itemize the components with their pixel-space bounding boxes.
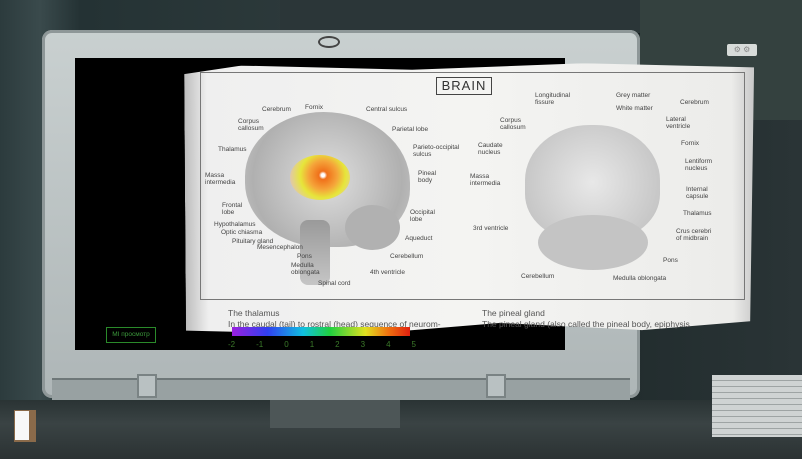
colorbar-ticks: -2 -1 0 1 2 3 4 5 xyxy=(228,340,416,349)
label: Hypothalamus xyxy=(214,221,256,228)
tick-label: 1 xyxy=(309,340,315,349)
tick-label: 0 xyxy=(284,340,289,349)
label: Corpus callosum xyxy=(238,118,264,132)
label: Central sulcus xyxy=(366,106,408,113)
monitor-foot xyxy=(486,374,506,398)
label: Frontal lobe xyxy=(222,202,243,216)
label: Lateral ventricle xyxy=(666,116,691,130)
label: Medulla oblongata xyxy=(613,275,667,282)
label: Optic chiasma xyxy=(221,229,263,236)
pineal-heading: The pineal gland xyxy=(482,308,545,318)
tick-label: -1 xyxy=(256,340,264,349)
label: Medulla oblongata xyxy=(291,262,320,276)
label: Parietal lobe xyxy=(392,126,429,133)
tick-label: -2 xyxy=(228,340,236,349)
label: Crus cerebri of midbrain xyxy=(676,228,712,242)
tick-label: 4 xyxy=(386,340,391,349)
thalamus-heading: The thalamus xyxy=(228,308,280,318)
label: Cerebrum xyxy=(680,99,709,106)
brainstem-image xyxy=(300,220,330,285)
label: Massa intermedia xyxy=(470,173,501,187)
eye-icon xyxy=(318,36,340,48)
label: White matter xyxy=(616,105,653,112)
label: Corpus callosum xyxy=(500,117,526,131)
label: 4th ventricle xyxy=(370,269,406,276)
label: Lentiform nucleus xyxy=(685,158,713,172)
monitor-base xyxy=(52,378,630,400)
label: Massa intermedia xyxy=(205,172,236,186)
settings-button[interactable]: ⚙ ⚙ xyxy=(727,44,757,56)
label: Aqueduct xyxy=(405,235,433,242)
pineal-text: The pineal gland (also called the pineal… xyxy=(482,319,690,329)
tick-label: 2 xyxy=(335,340,340,349)
label: Thalamus xyxy=(218,146,247,153)
label: Caudate nucleus xyxy=(478,142,503,156)
colorbar xyxy=(232,327,410,336)
figure-frame xyxy=(200,72,745,300)
label: Grey matter xyxy=(616,92,651,99)
label: Longitudinal fissure xyxy=(535,92,571,106)
floor xyxy=(0,400,802,459)
label: Spinal cord xyxy=(318,280,351,287)
tick-label: 3 xyxy=(360,340,366,349)
coronal-cerebellum-image xyxy=(538,215,648,270)
label: Fornix xyxy=(305,104,324,111)
mi-view-button[interactable]: MI просмотр xyxy=(106,327,156,343)
label: Fornix xyxy=(681,140,700,147)
thalamus-text: In the caudal (tail) to rostral (head) s… xyxy=(228,319,441,329)
tick-label: 5 xyxy=(411,340,416,349)
label: Cerebellum xyxy=(521,273,555,280)
label: Internal capsule xyxy=(686,186,709,200)
label: Pituitary gland xyxy=(232,238,274,245)
monitor-stand xyxy=(270,398,400,428)
page-title: BRAIN xyxy=(436,77,492,95)
label: Occipital lobe xyxy=(410,209,435,223)
label: 3rd ventricle xyxy=(473,225,509,232)
label: Pons xyxy=(663,257,678,264)
paper-stack xyxy=(712,375,802,437)
label: Pons xyxy=(297,253,312,260)
door-icon[interactable] xyxy=(14,410,36,442)
label: Thalamus xyxy=(683,210,712,217)
monitor-foot xyxy=(137,374,157,398)
cerebellum-image xyxy=(345,205,400,250)
label: Pineal body xyxy=(418,170,437,184)
label: Mesencephalon xyxy=(257,244,303,251)
activation-heatmap xyxy=(290,155,350,200)
label: Cerebrum xyxy=(262,106,291,113)
label: Cerebellum xyxy=(390,253,424,260)
label: Parieto-occipital sulcus xyxy=(413,144,460,158)
